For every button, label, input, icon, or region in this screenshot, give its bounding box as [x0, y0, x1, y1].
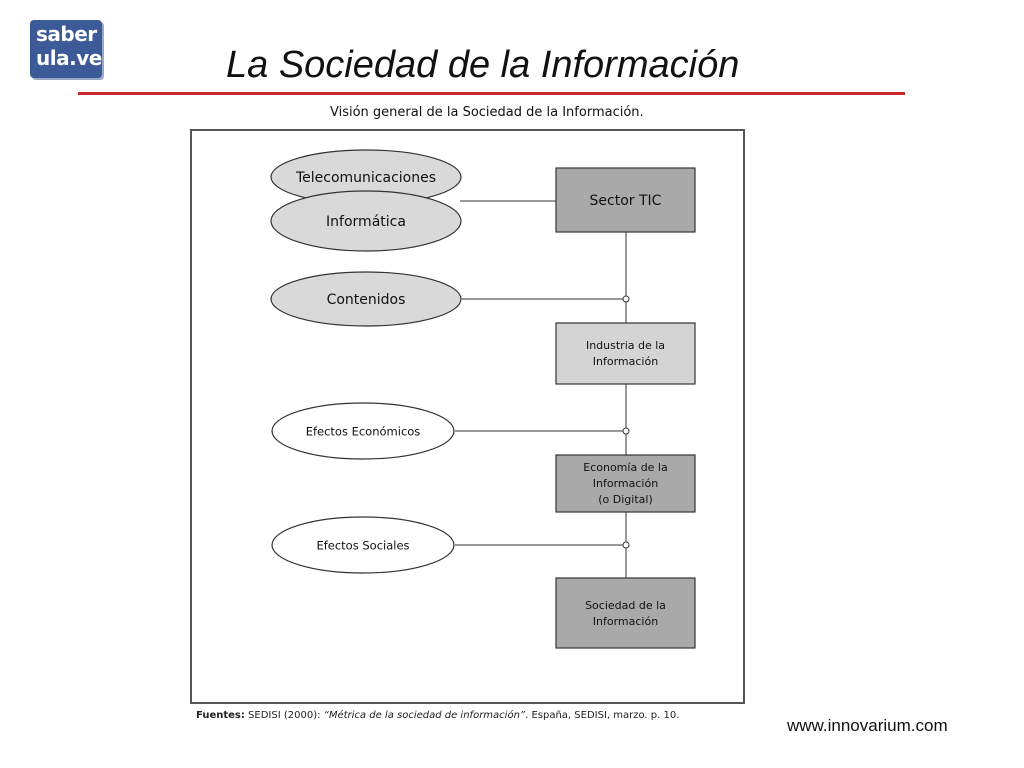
ellipse-informatica-label: Informática	[326, 214, 406, 230]
junction-node	[622, 427, 630, 435]
ellipse-efectos-economicos-label: Efectos Económicos	[306, 425, 421, 439]
box-sociedad-line-1: Sociedad de la	[585, 599, 666, 612]
box-industria-line-2: Información	[593, 355, 658, 368]
ellipse-contenidos-label: Contenidos	[327, 292, 406, 308]
logo-line-2: ula.ve	[36, 46, 102, 70]
box-sociedad-line-2: Información	[593, 615, 658, 628]
box-economia-line-2: Información	[593, 477, 658, 490]
page-title: La Sociedad de la Información	[226, 44, 740, 86]
title-divider	[78, 92, 905, 95]
source-citation: Fuentes: SEDISI (2000): “Métrica de la s…	[196, 710, 679, 721]
box-industria-informacion	[555, 322, 696, 385]
ellipse-contenidos	[270, 271, 462, 327]
ellipse-efectos-sociales-label: Efectos Sociales	[316, 539, 409, 553]
ellipse-efectos-economicos	[271, 402, 455, 460]
logo-line-1: saber	[36, 22, 97, 46]
junction-node	[622, 541, 630, 549]
footer-url: www.innovarium.com	[787, 716, 948, 735]
source-label: Fuentes:	[196, 710, 245, 721]
diagram-caption: Visión general de la Sociedad de la Info…	[330, 105, 644, 120]
box-economia-informacion	[555, 454, 696, 513]
saber-ula-logo: saber ula.ve	[30, 20, 102, 78]
box-sector-tic	[555, 167, 696, 233]
box-industria-line-1: Industria de la	[586, 339, 665, 352]
source-work-title: “Métrica de la sociedad de información”	[323, 710, 526, 721]
ellipse-informatica	[270, 190, 462, 252]
box-economia-line-1: Economía de la	[583, 461, 667, 474]
source-text-2: . España, SEDISI, marzo. p. 10.	[525, 710, 680, 721]
box-sociedad-informacion	[555, 577, 696, 649]
source-text-1: SEDISI (2000):	[244, 710, 324, 721]
box-economia-line-3: (o Digital)	[598, 493, 652, 506]
ellipse-telecomunicaciones-label: Telecomunicaciones	[295, 170, 436, 186]
box-sector-tic-label: Sector TIC	[590, 193, 662, 209]
junction-node	[622, 295, 630, 303]
information-society-diagram: Telecomunicaciones Informática Contenido…	[190, 129, 745, 704]
ellipse-efectos-sociales	[271, 516, 455, 574]
